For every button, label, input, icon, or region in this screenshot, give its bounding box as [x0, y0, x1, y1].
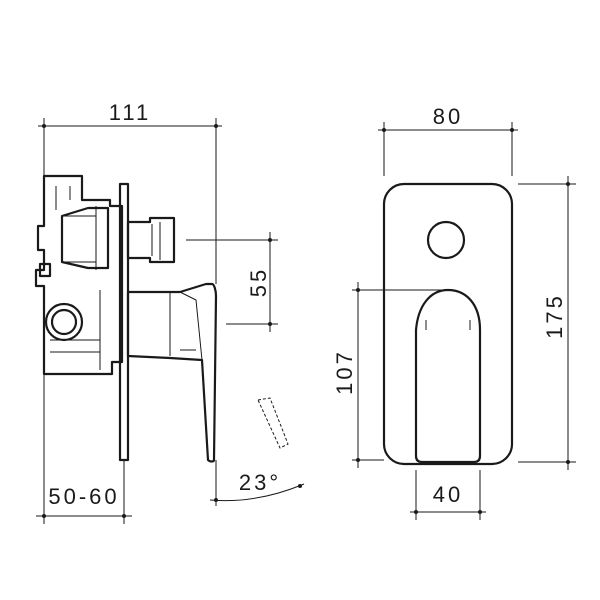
wall-plate-front [382, 182, 514, 466]
lever-side [126, 282, 218, 463]
dim-175-tick-bottom [566, 460, 570, 464]
dim-111-tick-left [42, 124, 46, 128]
button-ribs [151, 222, 161, 260]
dim-55-tick-bottom [268, 322, 272, 326]
lever-side-lines [169, 291, 203, 361]
dim-175-tick-top [566, 182, 570, 186]
dim-5060-label: 50-60 [48, 484, 119, 509]
dim-80-tick-right [510, 128, 514, 132]
round-port-outer [44, 302, 84, 342]
dim-55-label: 55 [246, 267, 271, 297]
diverter-body [60, 206, 110, 270]
dim-111-label: 111 [109, 100, 151, 125]
lever-rotated-dashed [257, 397, 289, 449]
diverter-button-front [426, 220, 466, 260]
dim-40-tick-right [478, 510, 482, 514]
dim-55-tick-top [268, 238, 272, 242]
front-dimensions: 80 175 107 40 [332, 104, 576, 520]
front-view [382, 182, 514, 466]
angle-label: 23° [239, 470, 281, 495]
dim-40-label: 40 [433, 482, 463, 507]
dim-80-tick-left [382, 128, 386, 132]
dim-175-label: 175 [542, 293, 567, 339]
lever-front [414, 288, 482, 464]
dim-107-tick-top [356, 288, 360, 292]
angle-arc [209, 483, 305, 502]
body-port [38, 262, 52, 278]
side-dimensions: 111 55 50-60 23° [36, 100, 305, 524]
angle-tick-right [298, 484, 302, 488]
dim-107-tick-bottom [356, 458, 360, 462]
dim-5060-tick-left [42, 514, 46, 518]
dim-5060-tick-right [122, 514, 126, 518]
valve-inner-lines [50, 186, 101, 370]
dim-40-tick-left [414, 510, 418, 514]
dim-107-label: 107 [332, 349, 357, 395]
dim-80-label: 80 [433, 104, 463, 129]
diverter-button [126, 216, 176, 264]
angle-tick-left [214, 498, 218, 502]
side-view [34, 174, 289, 463]
dim-111-tick-right [214, 124, 218, 128]
round-port-inner [50, 308, 78, 336]
